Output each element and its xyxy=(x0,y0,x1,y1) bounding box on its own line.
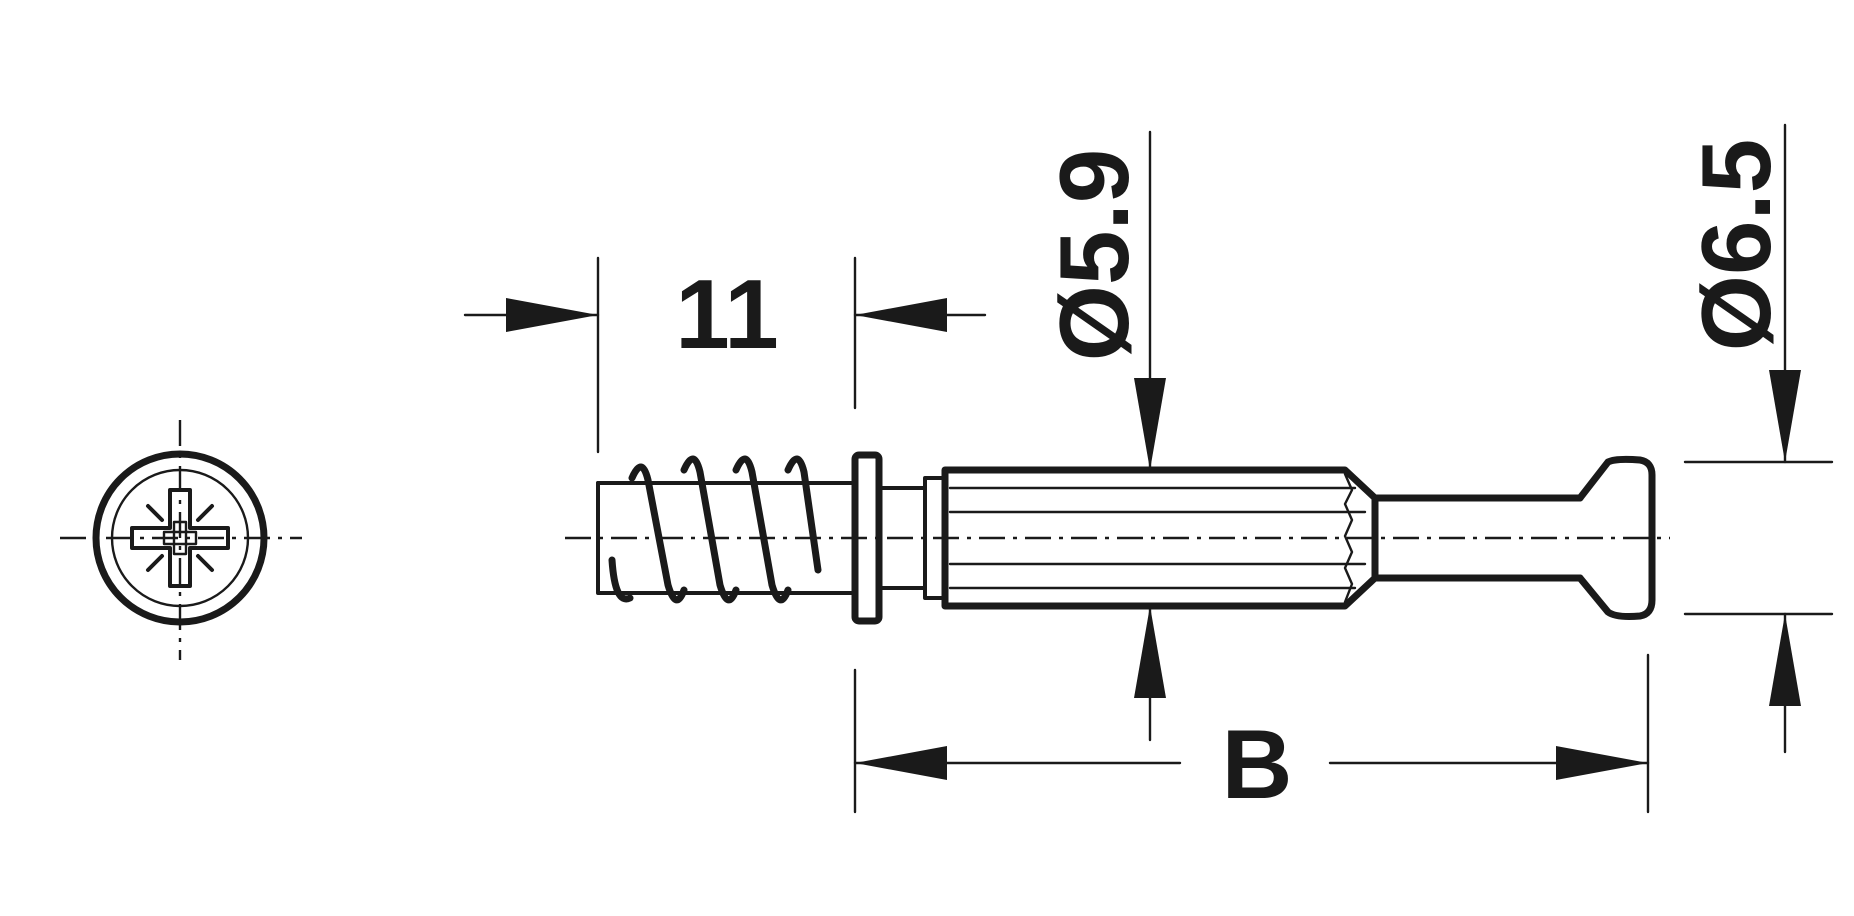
thread-length-label: 11 xyxy=(675,259,779,369)
head-diameter-label: Ø6.5 xyxy=(1681,139,1791,351)
bolt-side-view xyxy=(565,451,1670,625)
dimension-overall-length: B xyxy=(853,653,1650,819)
pozidriv-cross-recess-icon xyxy=(60,420,302,660)
dimension-thread-length: 11 xyxy=(463,256,987,454)
dimension-head-diameter: Ø6.5 xyxy=(1681,123,1834,754)
overall-length-label: B xyxy=(1222,709,1293,819)
shank-diameter-label: Ø5.9 xyxy=(1039,149,1149,361)
dimension-shank-diameter: Ø5.9 xyxy=(1039,130,1166,742)
